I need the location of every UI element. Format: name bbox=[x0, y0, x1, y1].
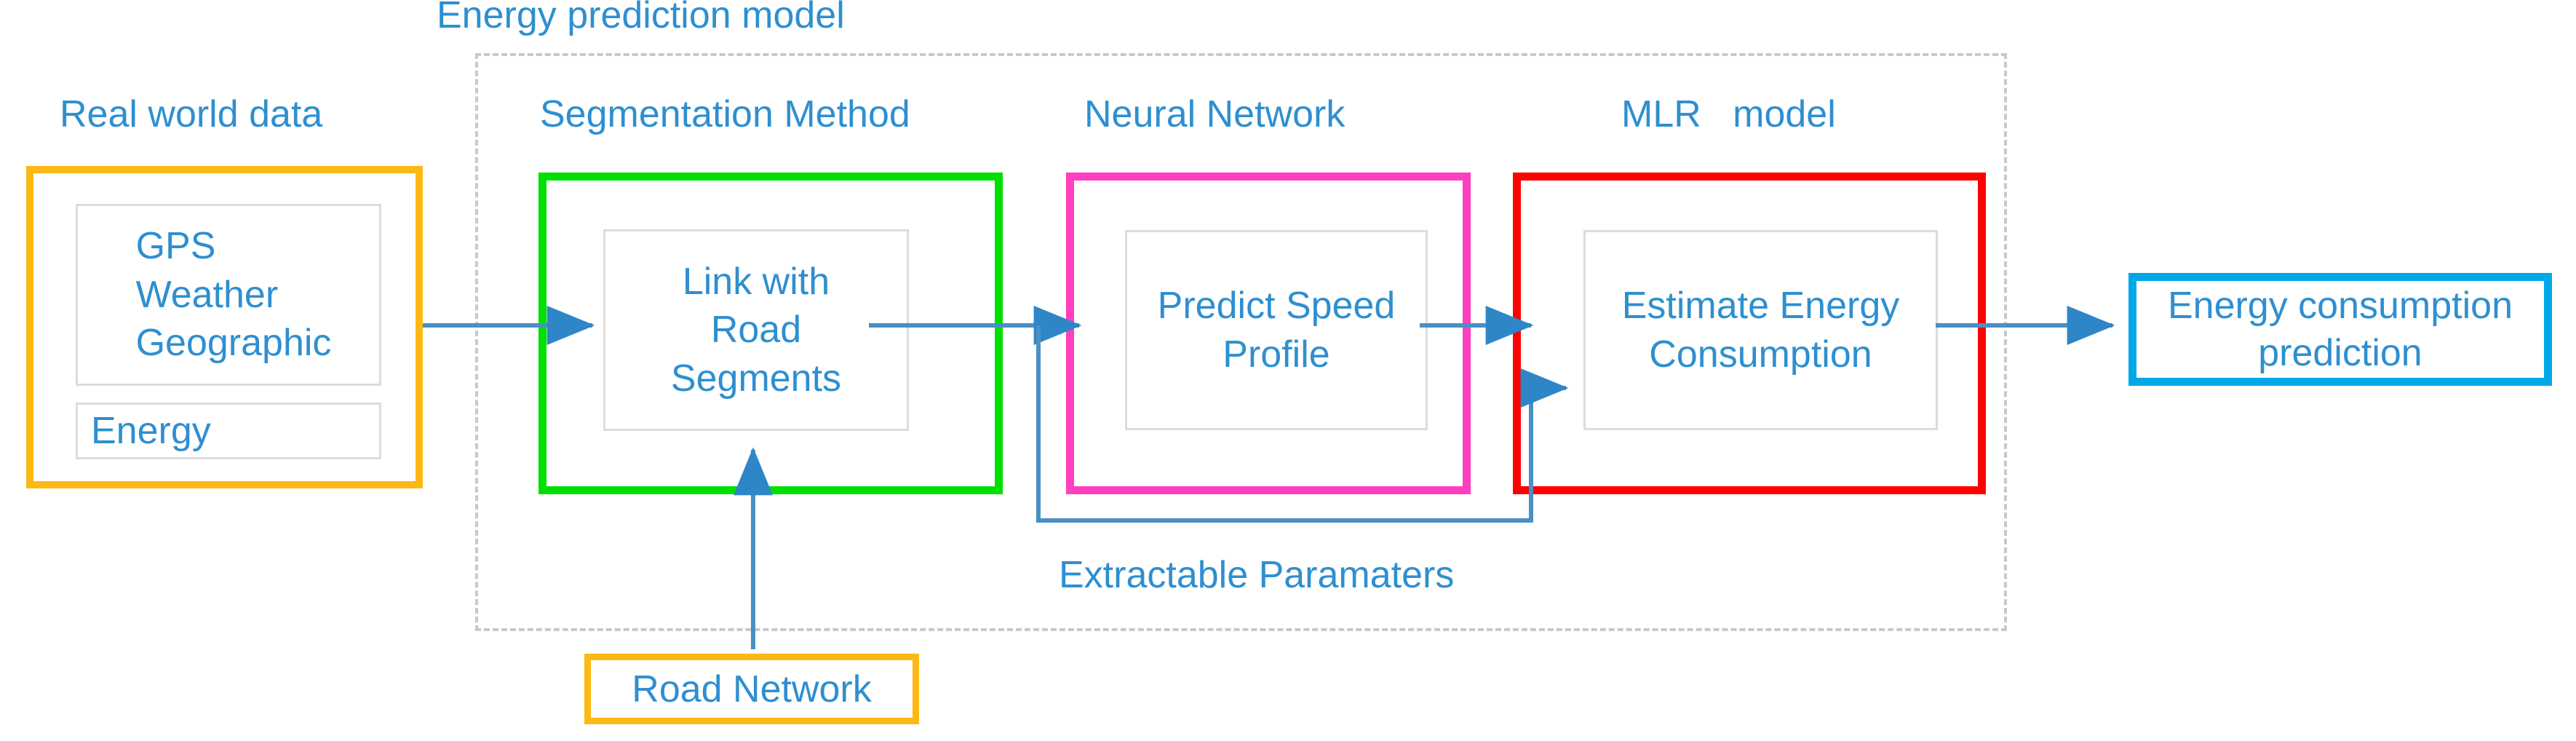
neural-line-2: Profile bbox=[1223, 333, 1330, 376]
segmentation-line-3: Segments bbox=[670, 357, 842, 400]
estimate-energy-consumption-inner-box: Estimate Energy Consumption bbox=[1583, 230, 1938, 430]
road-network-box[interactable]: Road Network bbox=[584, 654, 919, 724]
section-label-mlr-model: MLR model bbox=[1621, 93, 1836, 135]
data-source-gps: GPS bbox=[135, 225, 216, 268]
section-label-neural-network: Neural Network bbox=[1084, 93, 1345, 135]
mlr-line-1: Estimate Energy bbox=[1621, 284, 1900, 327]
energy-prediction-model-title: Energy prediction model bbox=[437, 0, 845, 36]
output-line-2: prediction bbox=[2258, 331, 2422, 374]
data-source-weather: Weather bbox=[135, 273, 279, 316]
mlr-line-2: Consumption bbox=[1649, 333, 1872, 376]
output-line-1: Energy consumption bbox=[2167, 285, 2513, 328]
energy-prediction-model-group bbox=[475, 53, 2007, 631]
road-network-label: Road Network bbox=[632, 667, 872, 710]
segmentation-method-box[interactable]: Link with Road Segments bbox=[538, 173, 1003, 494]
section-label-segmentation-method: Segmentation Method bbox=[540, 93, 910, 135]
segmentation-line-1: Link with bbox=[682, 260, 830, 303]
mlr-model-box[interactable]: Estimate Energy Consumption bbox=[1513, 173, 1986, 494]
data-source-energy-box: Energy bbox=[76, 403, 381, 459]
real-world-data-box[interactable]: GPS Weather Geographic Energy bbox=[26, 166, 423, 488]
energy-consumption-prediction-box[interactable]: Energy consumption prediction bbox=[2128, 273, 2552, 386]
data-sources-inner-box: GPS Weather Geographic bbox=[76, 204, 381, 386]
segmentation-line-2: Road bbox=[710, 309, 802, 352]
neural-line-1: Predict Speed bbox=[1157, 284, 1396, 327]
data-source-geographic: Geographic bbox=[135, 322, 332, 365]
predict-speed-profile-inner-box: Predict Speed Profile bbox=[1125, 230, 1428, 430]
extractable-parameters-label: Extractable Paramaters bbox=[1059, 554, 1455, 596]
section-label-real-world-data: Real world data bbox=[60, 93, 323, 135]
link-with-road-segments-inner-box: Link with Road Segments bbox=[603, 229, 909, 431]
neural-network-box[interactable]: Predict Speed Profile bbox=[1066, 173, 1471, 494]
